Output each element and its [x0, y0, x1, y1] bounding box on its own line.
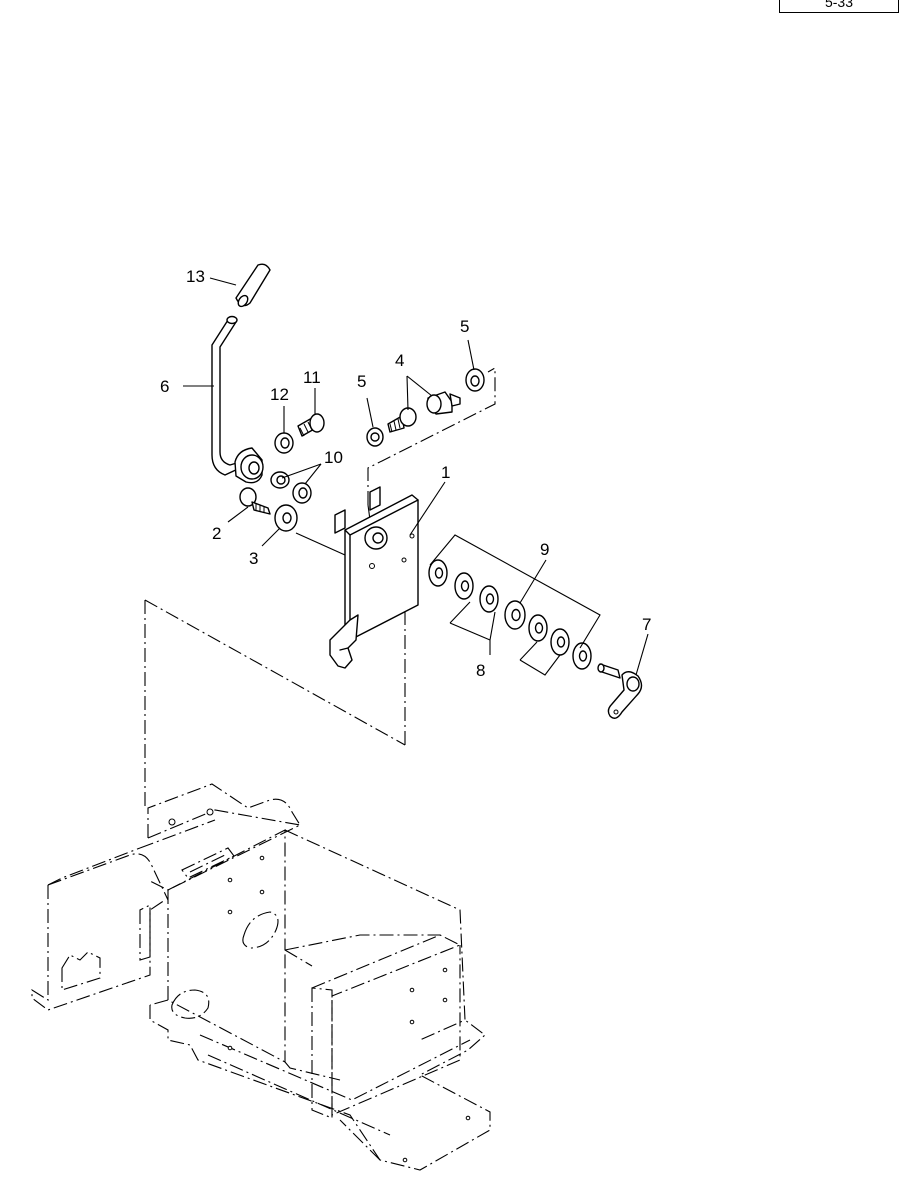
callout-10: 10 — [324, 448, 343, 467]
callout-13: 13 — [186, 267, 205, 286]
part-5-nut-right — [465, 368, 485, 392]
base-hole — [168, 818, 176, 826]
callout-12: 12 — [270, 385, 289, 404]
part-5-nut-left — [366, 427, 384, 447]
part-3-washer — [274, 504, 298, 532]
base-frame — [31, 783, 491, 1171]
alignment-lines — [144, 367, 496, 808]
part-10-nuts — [270, 471, 312, 504]
part-12-collar — [274, 432, 294, 454]
callout-labels: 13 6 12 11 10 2 3 1 5 4 5 9 8 7 — [160, 267, 651, 680]
callout-4: 4 — [395, 351, 404, 370]
washer-stack — [428, 534, 601, 670]
callout-1: 1 — [441, 463, 450, 482]
callout-7: 7 — [642, 615, 651, 634]
callout-9: 9 — [540, 540, 549, 559]
callout-2: 2 — [212, 524, 221, 543]
part-2-bolt — [239, 487, 271, 515]
part-13-grip — [235, 263, 271, 308]
page-reference-text: 5-33 — [824, 0, 854, 10]
part-6-lever-rod — [211, 315, 264, 484]
leader-lines — [183, 277, 649, 676]
callout-5-left: 5 — [357, 372, 366, 391]
base-hole — [206, 808, 214, 816]
callout-6: 6 — [160, 377, 169, 396]
page-reference-box: 5-33 — [779, 0, 899, 13]
callout-8: 8 — [476, 661, 485, 680]
callout-5-right: 5 — [460, 317, 469, 336]
part-1-bracket-plate — [329, 486, 419, 669]
callout-11: 11 — [303, 368, 321, 387]
part-4-bolts — [387, 391, 461, 433]
part-11-bolt — [297, 413, 325, 437]
callout-3: 3 — [249, 549, 258, 568]
part-7-lever-arm — [597, 663, 643, 719]
bracket-bore — [372, 532, 384, 544]
